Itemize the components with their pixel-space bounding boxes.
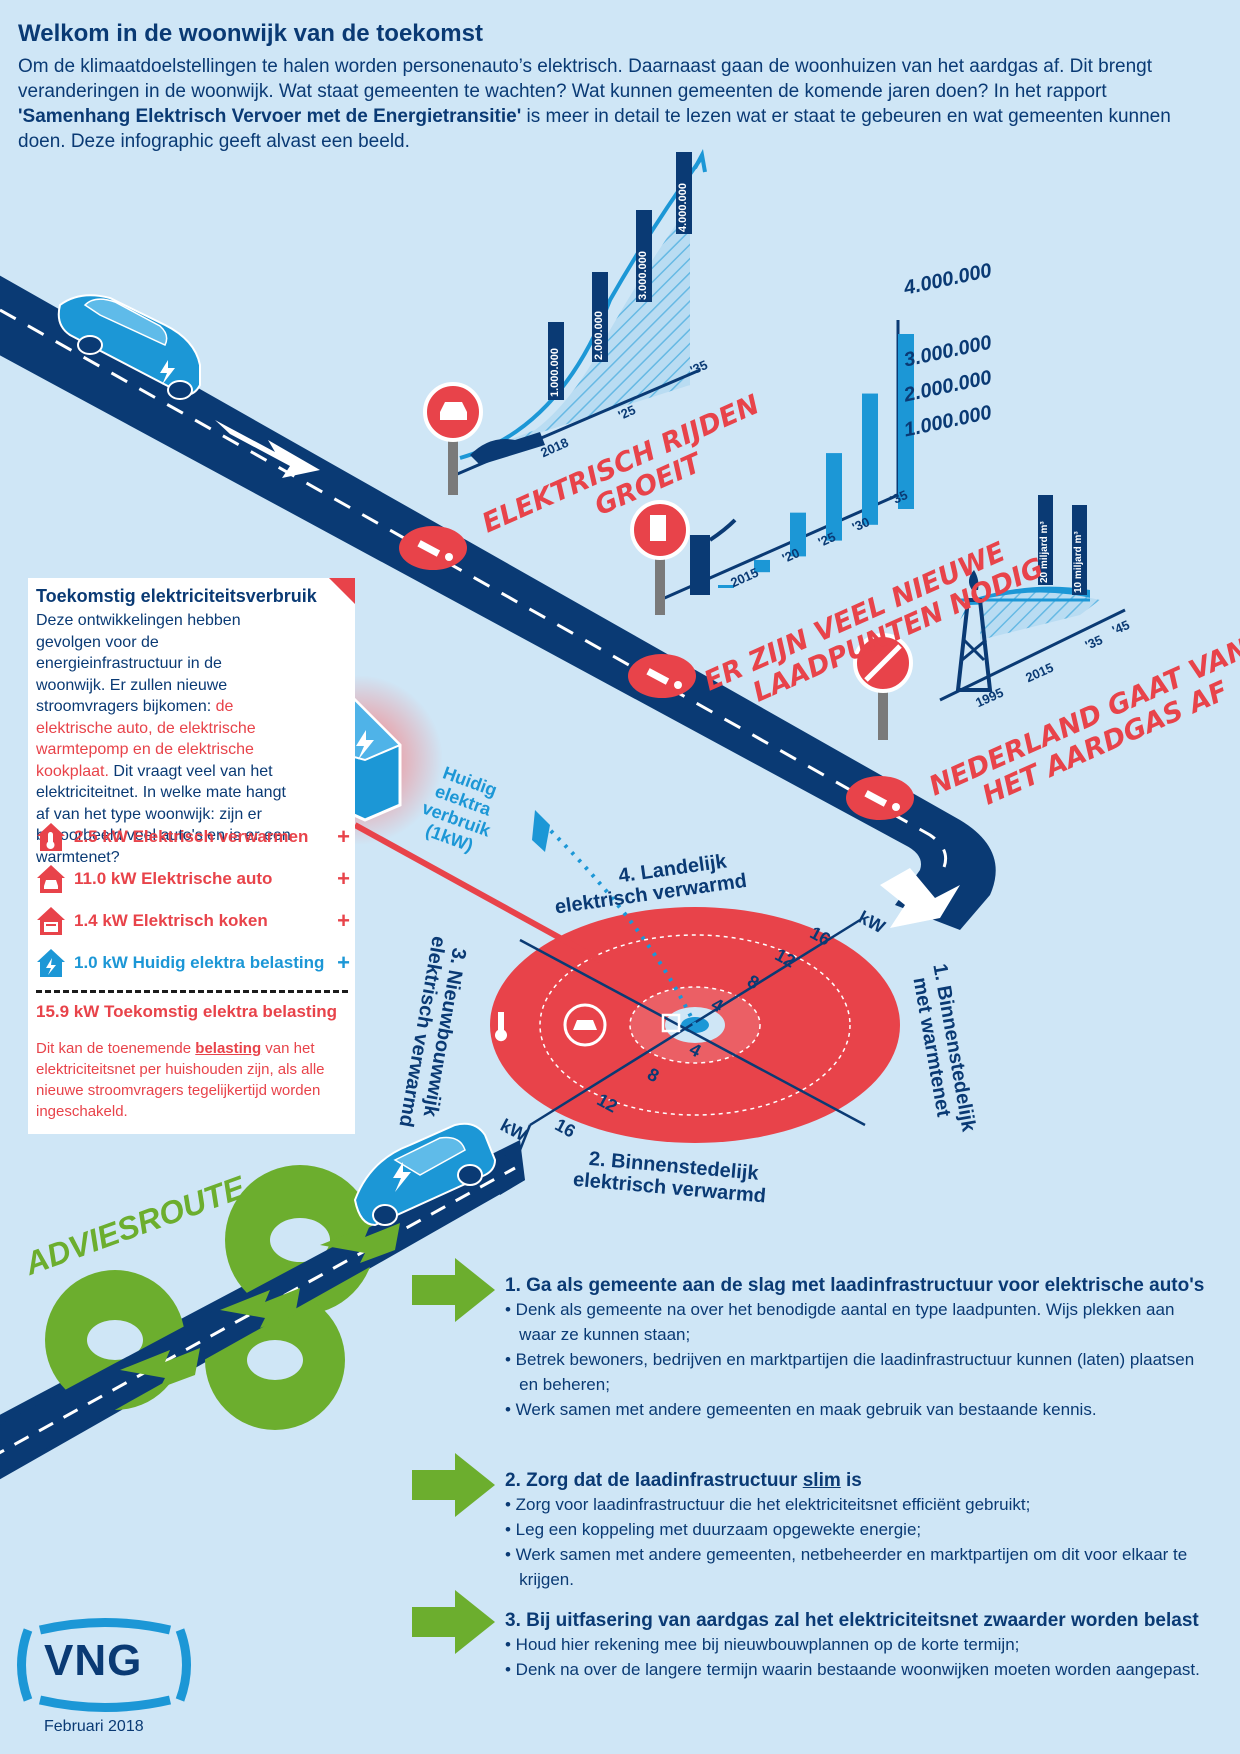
- step-bullet: • Betrek bewoners, bedrijven en marktpar…: [505, 1350, 1195, 1369]
- gas-value-label: 20 miljard m³: [1039, 521, 1050, 583]
- plus-icon: +: [337, 950, 350, 975]
- load-row: 1.4 kW Elektrisch koken +: [34, 904, 350, 938]
- note-underlined: belasting: [195, 1040, 262, 1057]
- step-bullet: • Leg een koppeling met duurzaam opgewek…: [505, 1520, 922, 1539]
- ev-value-label: 2.000.000: [593, 311, 605, 360]
- step-bullet: krijgen.: [505, 1570, 574, 1589]
- charging-bar: [754, 559, 770, 573]
- note-part-1: Dit kan de toenemende: [36, 1040, 196, 1057]
- ev-label-4: [676, 152, 692, 234]
- total-load: 15.9 kW Toekomstig elektra belasting: [36, 1002, 338, 1021]
- advice-step-2: 2. Zorg dat de laadinfrastructuur slim i…: [505, 1470, 1225, 1592]
- ev-value-label: 1.000.000: [549, 348, 561, 397]
- charging-bar: [790, 512, 806, 557]
- charging-bar: [718, 585, 734, 588]
- plus-icon: +: [337, 866, 350, 891]
- consumption-panel: Toekomstig elektriciteitsverbruik Deze o…: [28, 578, 355, 1134]
- step-title: 2. Zorg dat de laadinfrastructuur slim i…: [505, 1470, 1225, 1492]
- step-title-underlined: slim: [802, 1470, 841, 1491]
- plus-icon: +: [337, 824, 350, 849]
- step-bullet: waar ze kunnen staan;: [505, 1325, 691, 1344]
- vng-logo-text: VNG: [44, 1636, 143, 1685]
- load-row: 2.5 kW Elektrisch verwarmen +: [34, 820, 350, 854]
- publication-date: Februari 2018: [44, 1718, 144, 1735]
- cooking-house-icon: [37, 907, 65, 935]
- load-label: 2.5 kW Elektrisch verwarmen: [74, 827, 309, 846]
- corner-flag-icon: [329, 578, 355, 604]
- vng-logo: [17, 1618, 191, 1712]
- charging-points-chart: [630, 320, 914, 615]
- load-label: 1.0 kW Huidig elektra belasting: [74, 953, 325, 972]
- ev-growth-chart: [423, 148, 707, 495]
- electric-car-icon: [57, 294, 201, 400]
- electric-car-icon: [353, 1122, 497, 1227]
- intro-report-title: 'Samenhang Elektrisch Vervoer met de Ene…: [18, 106, 522, 127]
- step-title-part1: 2. Zorg dat de laadinfrastructuur: [505, 1470, 803, 1491]
- road-arrow-icon: [215, 420, 320, 478]
- lightning-house-icon: [37, 949, 65, 977]
- note-part-2: van het elektriciteitsnet per huishouden…: [36, 1040, 325, 1120]
- step-bullet: • Werk samen met andere gemeenten, netbe…: [505, 1545, 1188, 1564]
- step-bullet: • Werk samen met andere gemeenten en maa…: [505, 1400, 1097, 1419]
- panel-body-red: de elektrische auto, de elektrische warm…: [36, 698, 256, 780]
- step-title: 1. Ga als gemeente aan de slag met laadi…: [505, 1275, 1205, 1296]
- step-bullet: • Denk na over de langere termijn waarin…: [505, 1660, 1200, 1679]
- warning-sign-icon: [846, 776, 914, 820]
- panel-title: Toekomstig elektriciteitsverbruik: [36, 586, 317, 606]
- intro-text: Om de klimaatdoelstellingen te halen wor…: [18, 54, 1218, 154]
- ev-value-label: 4.000.000: [677, 183, 689, 232]
- step-bullet: • Denk als gemeente na over het benodigd…: [505, 1300, 1175, 1319]
- step-arrow-icon: [412, 1453, 495, 1517]
- ev-value-label: 3.000.000: [637, 251, 649, 300]
- panel-body-2: Dit vraagt veel van het elektriciteitnet…: [36, 762, 291, 866]
- house-connection-line: [353, 822, 602, 963]
- panel-body-1: Deze ontwikkelingen hebben gevolgen voor…: [36, 612, 241, 715]
- gas-chart: [853, 495, 1126, 740]
- charging-bar: [862, 393, 878, 525]
- road-arrow-icon: [880, 868, 960, 928]
- lower-road: [0, 1140, 525, 1480]
- load-radar-chart: [490, 810, 900, 1151]
- load-label: 11.0 kW Elektrische auto: [74, 869, 273, 888]
- ev-label-2: [592, 272, 608, 362]
- load-label: 1.4 kW Elektrisch koken: [74, 911, 268, 930]
- step-bullet: en beheren;: [505, 1375, 610, 1394]
- plus-icon: +: [337, 908, 350, 933]
- panel-body: Deze ontwikkelingen hebben gevolgen voor…: [36, 610, 291, 868]
- car-house-icon: [37, 865, 65, 893]
- advice-step-1: 1. Ga als gemeente aan de slag met laadi…: [505, 1275, 1225, 1422]
- warning-sign-icon: [399, 526, 467, 570]
- load-row: 11.0 kW Elektrische auto +: [34, 862, 350, 896]
- load-row: 1.0 kW Huidig elektra belasting +: [34, 946, 350, 980]
- step-title: 3. Bij uitfasering van aardgas zal het e…: [505, 1610, 1199, 1631]
- charging-bar: [898, 334, 914, 509]
- ev-label-3: [636, 210, 652, 302]
- gas-value-label: 10 miljard m³: [1073, 531, 1084, 593]
- heating-house-icon: [37, 823, 65, 851]
- advice-step-3: 3. Bij uitfasering van aardgas zal het e…: [505, 1610, 1225, 1682]
- divider: [36, 990, 348, 993]
- warning-sign-icon: [628, 654, 696, 698]
- step-arrow-icon: [412, 1258, 495, 1322]
- intro-part-2: is meer in detail te lezen wat er staat …: [18, 106, 1171, 152]
- page-title: Welkom in de woonwijk van de toekomst: [18, 20, 483, 47]
- panel-note: Dit kan de toenemende belasting van het …: [36, 1038, 346, 1122]
- ev-label-1: [548, 322, 564, 400]
- intro-part-1: Om de klimaatdoelstellingen te halen wor…: [18, 56, 1153, 102]
- step-bullet: • Zorg voor laadinfrastructuur die het e…: [505, 1495, 1031, 1514]
- step-arrow-icon: [412, 1590, 495, 1654]
- step-bullet: • Houd hier rekening mee bij nieuwbouwpl…: [505, 1635, 1020, 1654]
- charging-bar: [826, 453, 842, 541]
- step-title-part2: is: [840, 1470, 862, 1491]
